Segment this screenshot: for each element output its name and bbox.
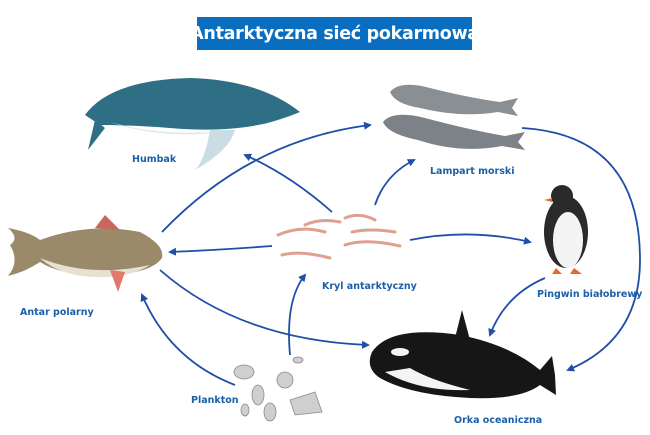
plankton-icon	[233, 356, 323, 422]
label-kryl: Kryl antarktyczny	[322, 281, 417, 292]
diagram-title: Antarktyczna sieć pokarmowa	[190, 17, 479, 50]
arrow-kryl-humbak	[243, 153, 333, 213]
arrow-plankton-antar	[140, 293, 236, 386]
arrow-kryl-lampart	[374, 159, 416, 206]
label-antar: Antar polarny	[20, 307, 94, 318]
arrow-plankton-kryl	[288, 273, 307, 356]
arrow-antar-orka	[159, 269, 370, 349]
leopard-seal-icon	[383, 84, 525, 150]
krill-icon	[276, 213, 402, 260]
orca-icon	[369, 310, 556, 399]
gentoo-penguin-icon	[544, 185, 588, 274]
arrow-lampart-orka	[521, 127, 641, 372]
humpback-whale-icon	[85, 78, 300, 170]
arrow-antar-lampart	[161, 121, 372, 233]
label-orka: Orka oceaniczna	[454, 415, 543, 426]
label-humbak: Humbak	[132, 154, 177, 165]
label-plankton: Plankton	[191, 395, 239, 406]
label-lampart: Lampart morski	[430, 166, 515, 177]
antarctic-cod-icon	[8, 215, 163, 292]
arrow-kryl-pingwin	[409, 233, 532, 245]
label-pingwin: Pingwin białobrewy	[537, 289, 643, 300]
arrow-pingwin-orka	[488, 277, 546, 337]
arrow-kryl-antar	[168, 245, 273, 256]
